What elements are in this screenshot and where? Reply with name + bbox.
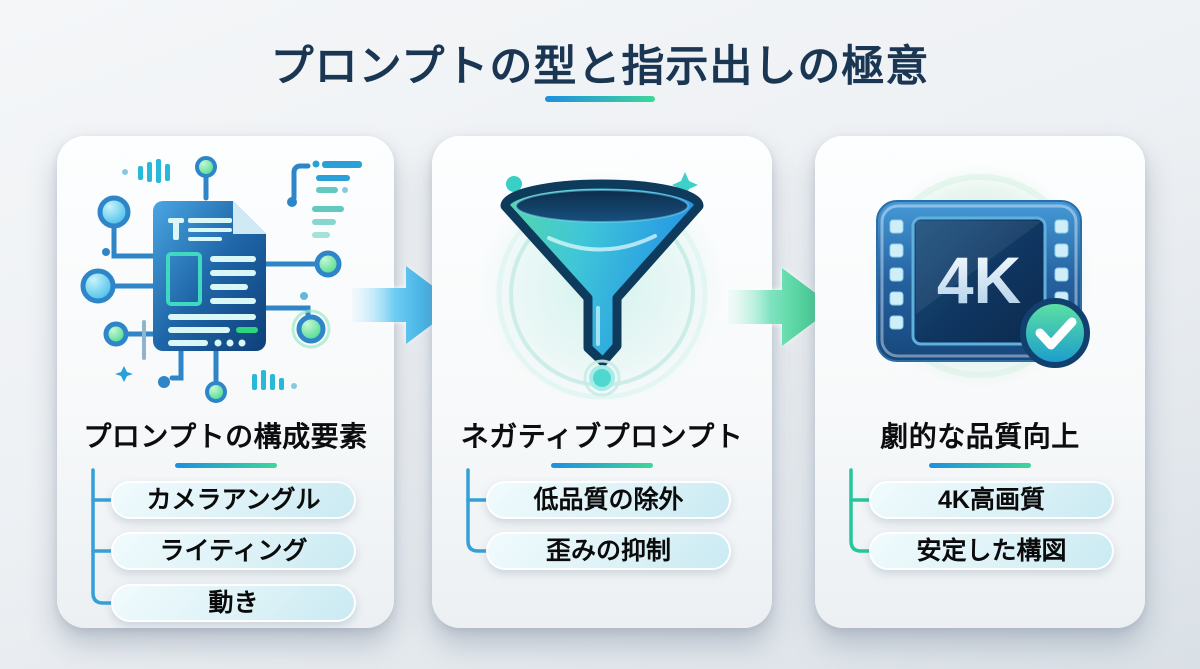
tree-bracket	[849, 468, 875, 553]
list-item: 4K高画質	[869, 481, 1114, 519]
card-heading-underline	[551, 463, 653, 468]
check-badge-icon	[1020, 298, 1090, 368]
card-heading: ネガティブプロンプト	[460, 421, 744, 452]
card-heading: プロンプトの構成要素	[83, 421, 368, 452]
list-item: 安定した構図	[869, 532, 1114, 570]
tree-bracket	[466, 468, 492, 553]
list-item: ライティング	[111, 532, 356, 570]
tree-bracket	[91, 468, 117, 605]
page-title: プロンプトの型と指示出しの極意	[270, 43, 930, 91]
card-heading: 劇的な品質向上	[880, 421, 1080, 452]
list-item: 低品質の除外	[486, 481, 731, 519]
card-heading-underline	[174, 463, 277, 468]
title-underline	[545, 96, 655, 102]
list-item: 動き	[111, 584, 356, 622]
arrow-right-icon	[352, 266, 458, 344]
4k-check-icon: 4K	[867, 163, 1093, 389]
card-prompt-components: プロンプトの構成要素 カメラアングル ライティング 動き	[57, 136, 394, 628]
document-circuit-icon	[80, 156, 362, 403]
arrow-right-icon	[728, 268, 834, 346]
list-item: 歪みの抑制	[486, 532, 731, 570]
list-item: カメラアングル	[111, 481, 356, 519]
4k-label: 4K	[937, 243, 1022, 317]
card-heading-underline	[929, 463, 1031, 468]
card-negative-prompt: ネガティブプロンプト 低品質の除外 歪みの抑制	[432, 136, 772, 628]
card-quality-boost: 4K 劇的な品質向上 4K高画質 安定した構図	[815, 136, 1145, 628]
funnel-icon	[477, 146, 727, 404]
